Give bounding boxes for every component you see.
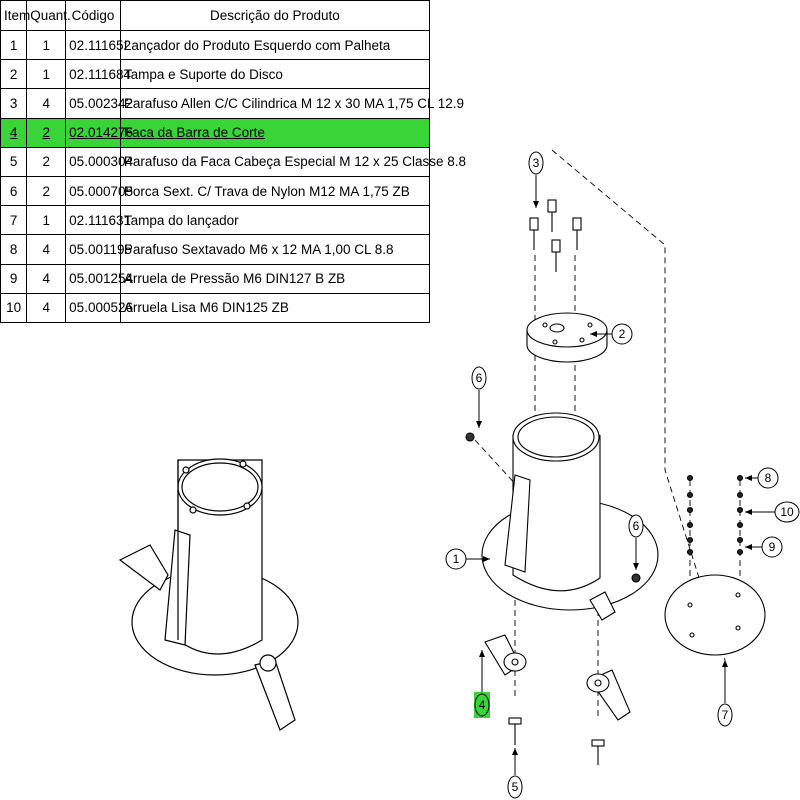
cell-item: 1	[0, 29, 28, 61]
cell-quantity: 1	[26, 29, 67, 61]
callout-5-label: 5	[512, 780, 519, 794]
cell-code: 02.111652	[65, 29, 131, 61]
callout-2-label: 2	[619, 327, 626, 341]
callout-7-bubble	[717, 703, 733, 727]
cell-item: 3	[0, 88, 28, 119]
cell-quantity: 1	[26, 59, 67, 90]
callout-4-bubble	[474, 693, 490, 717]
cell-item: 2	[0, 59, 28, 90]
cell-code: 02.014276	[65, 117, 133, 148]
callout-10-bubble	[774, 501, 800, 523]
callout-3-label: 3	[533, 156, 540, 170]
callout-7-label: 7	[722, 708, 729, 722]
assembled-launcher-view	[118, 458, 299, 731]
callout-6b-bubble	[628, 514, 644, 538]
cell-quantity: 4	[26, 88, 67, 119]
callout-9-bubble	[761, 536, 783, 558]
cell-description: Parafuso Allen C/C Cilindrica M 12 x 30 …	[119, 88, 464, 119]
parts-list-table: Item Quant. Código Descrição do Produto …	[0, 0, 466, 323]
knife-bolts	[508, 717, 605, 765]
cell-description: Arruela Lisa M6 DIN125 ZB	[119, 292, 431, 323]
cell-code: 05.000705	[65, 175, 133, 207]
cell-code: 05.000526	[65, 292, 133, 323]
callout-3-bubble	[528, 151, 544, 175]
header-description: Descrição do Produto	[119, 0, 431, 31]
small-hardware	[686, 474, 744, 556]
exploded-launcher-view	[465, 149, 766, 765]
cell-quantity: 1	[26, 205, 67, 236]
callout-6b-label: 6	[633, 519, 640, 533]
callout-4-label: 4	[479, 698, 486, 712]
cell-quantity: 4	[26, 263, 67, 294]
cell-quantity: 2	[26, 117, 67, 148]
allen-bolts	[529, 199, 582, 272]
cell-description: Tampa e Suporte do Disco	[119, 59, 431, 90]
disk-support-cover	[526, 312, 608, 363]
cell-description: Lançador do Produto Esquerdo com Palheta	[119, 29, 431, 61]
cell-code: 05.002342	[65, 88, 133, 119]
cell-code: 05.001195	[65, 234, 132, 265]
cell-description: Parafuso Sextavado M6 x 12 MA 1,00 CL 8.…	[119, 234, 431, 265]
header-item: Item	[0, 0, 30, 31]
callout-6a-bubble	[471, 366, 487, 390]
header-quantity: Quant.	[26, 0, 71, 31]
cell-code: 02.111684	[65, 59, 131, 90]
callout-8-label: 8	[765, 471, 772, 485]
launcher-cover	[664, 574, 766, 656]
cell-description: Arruela de Pressão M6 DIN127 B ZB	[119, 263, 431, 294]
callout-5-bubble	[507, 775, 523, 799]
callouts: 3 2 6 6 1 8 10 9 7 4	[445, 151, 800, 799]
callout-10-label: 10	[780, 505, 794, 519]
cell-quantity: 4	[26, 292, 67, 323]
callout-9-label: 9	[769, 540, 776, 554]
callout-6a-label: 6	[476, 371, 483, 385]
callout-8-bubble	[757, 467, 779, 489]
cell-description: Parafuso da Faca Cabeça Especial M 12 x …	[119, 146, 466, 177]
table-header-row: Item Quant. Código Descrição do Produto	[0, 0, 431, 31]
cell-item: 10	[0, 292, 28, 323]
cell-item: 7	[0, 205, 28, 236]
cell-quantity: 2	[26, 175, 67, 207]
callout-1-bubble	[445, 548, 467, 570]
cell-item: 9	[0, 263, 28, 294]
cutting-knives	[484, 634, 631, 721]
main-launcher	[465, 412, 659, 621]
callout-2-bubble	[611, 323, 633, 345]
cell-description: Porca Sext. C/ Trava de Nylon M12 MA 1,7…	[119, 175, 431, 207]
cell-description: Faca da Barra de Corte	[119, 117, 431, 148]
callout-1-label: 1	[453, 552, 460, 566]
cell-item: 5	[0, 146, 28, 177]
